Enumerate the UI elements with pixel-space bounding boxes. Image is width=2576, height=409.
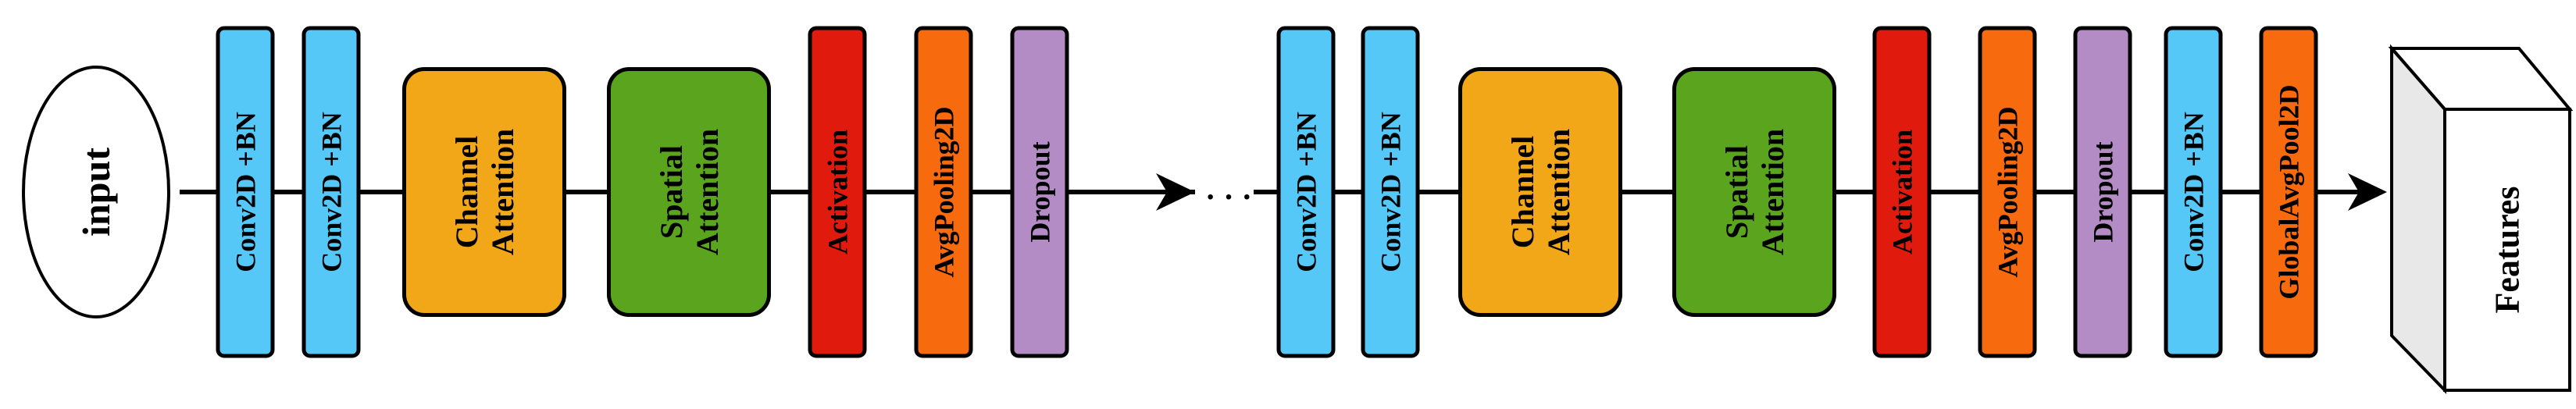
layer-box <box>402 67 566 317</box>
layer-label: Conv2D +BN <box>1291 112 1322 272</box>
continuation-ellipsis: · · · <box>1205 180 1252 215</box>
layer-label: AvgPooling2D <box>929 106 960 277</box>
stage-two-block-conv2d-bn: Conv2D +BN <box>2164 26 2223 358</box>
stage-two-block-conv2d-bn: Conv2D +BN <box>1276 26 1336 358</box>
layer-box <box>2073 26 2132 358</box>
layer-label: Conv2D +BN <box>230 112 262 272</box>
layer-label: GlobalAvgPool2D <box>2274 84 2305 299</box>
stage-one-block-spatial-attention: SpatialAttention <box>607 67 771 317</box>
stage-one-block-avgpooling2d: AvgPooling2D <box>914 26 973 358</box>
layer-box <box>914 26 973 358</box>
layer-box <box>808 26 867 358</box>
layer-label: SpatialAttention <box>654 129 725 255</box>
features-box-side <box>2390 44 2446 394</box>
layer-label: Dropout <box>1025 141 1056 242</box>
layer-box <box>1276 26 1336 358</box>
input-node: input <box>22 66 170 318</box>
stage-one-block-channel-attention: ChannelAttention <box>402 67 566 317</box>
stage-two-block-activation: Activation <box>1872 26 1932 358</box>
layer-label: Activation <box>1887 130 1918 254</box>
layer-box <box>301 26 361 358</box>
stage-two-block-dropout: Dropout <box>2073 26 2132 358</box>
layer-box <box>2259 26 2318 358</box>
stage-one-block-dropout: Dropout <box>1010 26 1069 358</box>
layer-label: ChannelAttention <box>1505 129 1576 255</box>
stage-one-blocks: Conv2D +BN Conv2D +BN ChannelAttention Spat… <box>216 26 1069 358</box>
stage-one-block-activation: Activation <box>808 26 867 358</box>
layer-box <box>1458 67 1622 317</box>
layer-box <box>1361 26 1420 358</box>
layer-box <box>1010 26 1069 358</box>
layer-label: ChannelAttention <box>449 129 520 255</box>
stage-two-block-spatial-attention: SpatialAttention <box>1672 67 1836 317</box>
stage-two-block-avgpooling2d: AvgPooling2D <box>1978 26 2037 358</box>
features-output-box: Features <box>2388 44 2574 394</box>
layer-box <box>1978 26 2037 358</box>
stage-one-block-conv2d-bn: Conv2D +BN <box>216 26 275 358</box>
stage-two-block-channel-attention: ChannelAttention <box>1458 67 1622 317</box>
layer-box <box>216 26 275 358</box>
features-label: Features <box>2489 187 2527 314</box>
layer-box <box>1672 67 1836 317</box>
layer-label: AvgPooling2D <box>1993 106 2024 277</box>
layer-box <box>2164 26 2223 358</box>
layer-label: Dropout <box>2088 141 2119 242</box>
stage-two-blocks: Conv2D +BN Conv2D +BN ChannelAttention Spat… <box>1276 26 2318 358</box>
layer-box <box>1872 26 1932 358</box>
layer-label: Activation <box>822 130 854 254</box>
input-label: input <box>74 148 118 237</box>
stage-two-block-conv2d-bn: Conv2D +BN <box>1361 26 1420 358</box>
layer-label: SpatialAttention <box>1719 129 1790 255</box>
stage-two-block-globalavgpool2d: GlobalAvgPool2D <box>2259 26 2318 358</box>
stage-one-block-conv2d-bn: Conv2D +BN <box>301 26 361 358</box>
features-box-front <box>2443 108 2571 392</box>
layer-label: Conv2D +BN <box>1375 112 1407 272</box>
flow-arrow-output <box>2348 173 2387 211</box>
layer-label: Conv2D +BN <box>2178 112 2210 272</box>
flow-arrow-stage-one <box>1156 173 1195 211</box>
layer-label: Conv2D +BN <box>316 112 348 272</box>
layer-box <box>607 67 771 317</box>
